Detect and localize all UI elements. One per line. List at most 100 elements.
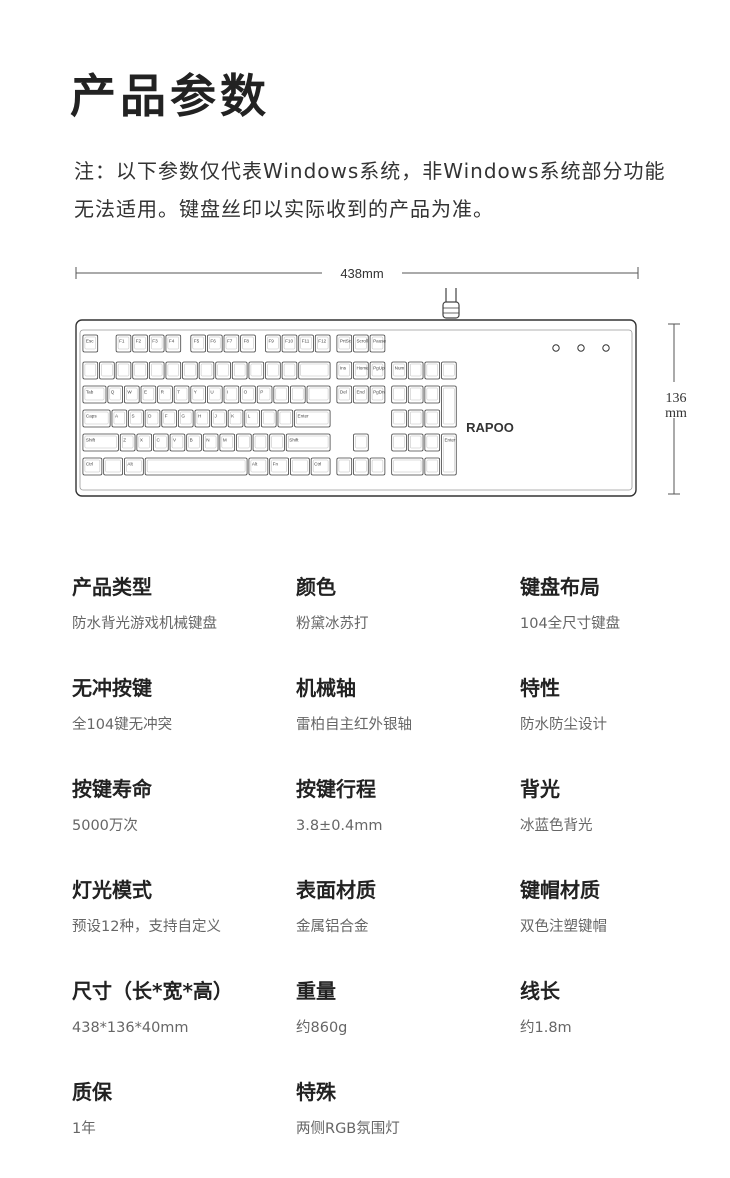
key-f11 — [298, 334, 314, 353]
spec-item-anti-ghosting: 无冲按键全104键无冲突 — [72, 673, 296, 774]
key-face — [292, 459, 308, 473]
key-face — [410, 387, 422, 401]
key-label: Ctrl — [314, 462, 321, 467]
key-face — [317, 336, 329, 350]
key-face — [217, 363, 229, 377]
key-face — [371, 363, 384, 377]
key-face — [279, 411, 291, 425]
key-g — [177, 409, 194, 428]
key-f8 — [240, 334, 256, 353]
key-face — [126, 387, 138, 401]
spec-value: 冰蓝色背光 — [520, 818, 593, 834]
key-face — [338, 387, 350, 401]
key-h — [194, 409, 211, 428]
width-dimension-label: 438mm — [340, 266, 383, 281]
key-label: V — [173, 438, 177, 443]
key-face — [312, 459, 329, 473]
key-blank — [298, 361, 331, 380]
key-face — [426, 435, 438, 449]
key-label: F9 — [269, 339, 275, 344]
key-tab — [82, 385, 107, 404]
key-blank — [369, 457, 386, 476]
key-label: I — [227, 390, 228, 395]
key-d — [144, 409, 161, 428]
key-blank — [353, 457, 369, 476]
key-blank — [182, 361, 198, 380]
key-label: F4 — [169, 339, 175, 344]
key-label: Ctrl — [86, 462, 93, 467]
key-face — [84, 411, 109, 425]
key-face — [167, 363, 179, 377]
key-face — [371, 387, 384, 401]
key-face — [410, 411, 422, 425]
key-blank — [391, 433, 407, 452]
spec-value: 金属铝合金 — [296, 919, 369, 935]
key-blank — [198, 361, 215, 380]
spec-value: 防水背光游戏机械键盘 — [72, 616, 217, 632]
key-label: F8 — [244, 339, 250, 344]
key-label: Caps — [86, 414, 97, 419]
spec-item-weight: 重量约860g — [296, 976, 520, 1077]
key-label: Home — [356, 366, 369, 371]
key-label: J — [215, 414, 217, 419]
key-blank — [407, 433, 424, 452]
key-label: G — [181, 414, 185, 419]
spec-value: 1年 — [72, 1121, 96, 1137]
key-alt_r — [248, 457, 269, 476]
key-pause — [369, 334, 386, 353]
key-face — [443, 363, 455, 377]
key-e — [140, 385, 157, 404]
key-label: X — [140, 438, 143, 443]
key-label: Del — [340, 390, 347, 395]
key-m — [219, 433, 236, 452]
spec-item-light-modes: 灯光模式预设12种，支持自定义 — [72, 875, 296, 976]
key-label: Shift — [289, 438, 299, 443]
key-label: F3 — [152, 339, 158, 344]
key-face — [443, 435, 455, 473]
key-face — [355, 336, 367, 350]
key-label: Alt — [127, 462, 133, 467]
key-label: Alt — [252, 462, 258, 467]
key-u — [206, 385, 223, 404]
spec-label: 特殊 — [296, 1080, 336, 1104]
spec-label: 表面材质 — [296, 878, 376, 902]
key-blank — [424, 433, 441, 452]
spec-value: 双色注塑键帽 — [520, 919, 607, 935]
key-blank — [441, 361, 457, 380]
key-face — [283, 336, 296, 350]
key-face — [242, 387, 254, 401]
key-face — [288, 435, 329, 449]
key-i — [223, 385, 240, 404]
key-label: F11 — [302, 339, 310, 344]
key-l — [244, 409, 260, 428]
key-face — [271, 435, 283, 449]
key-label: F10 — [285, 339, 293, 344]
key-f4 — [165, 334, 182, 353]
key-blank — [424, 457, 441, 476]
key-label: PgUp — [373, 366, 385, 371]
key-f — [161, 409, 177, 428]
spec-label: 颜色 — [296, 575, 336, 599]
key-face — [84, 363, 96, 377]
key-face — [196, 411, 208, 425]
spec-label: 背光 — [520, 777, 560, 801]
key-k — [227, 409, 244, 428]
key-f3 — [148, 334, 165, 353]
key-p — [256, 385, 273, 404]
key-face — [426, 411, 438, 425]
key-blank — [269, 433, 285, 452]
key-face — [84, 435, 117, 449]
key-label: Scroll — [356, 339, 368, 344]
key-t — [173, 385, 190, 404]
key-face — [308, 387, 329, 401]
spec-item-switch: 机械轴雷柏自主红外银轴 — [296, 673, 520, 774]
key-blank — [407, 409, 424, 428]
key-face — [221, 435, 233, 449]
key-label: F — [165, 414, 168, 419]
key-face — [117, 363, 130, 377]
key-face — [134, 336, 146, 350]
key-face — [167, 336, 179, 350]
key-blank — [265, 361, 281, 380]
spec-value: 两侧RGB氛围灯 — [296, 1121, 400, 1137]
key-label: F7 — [227, 339, 233, 344]
